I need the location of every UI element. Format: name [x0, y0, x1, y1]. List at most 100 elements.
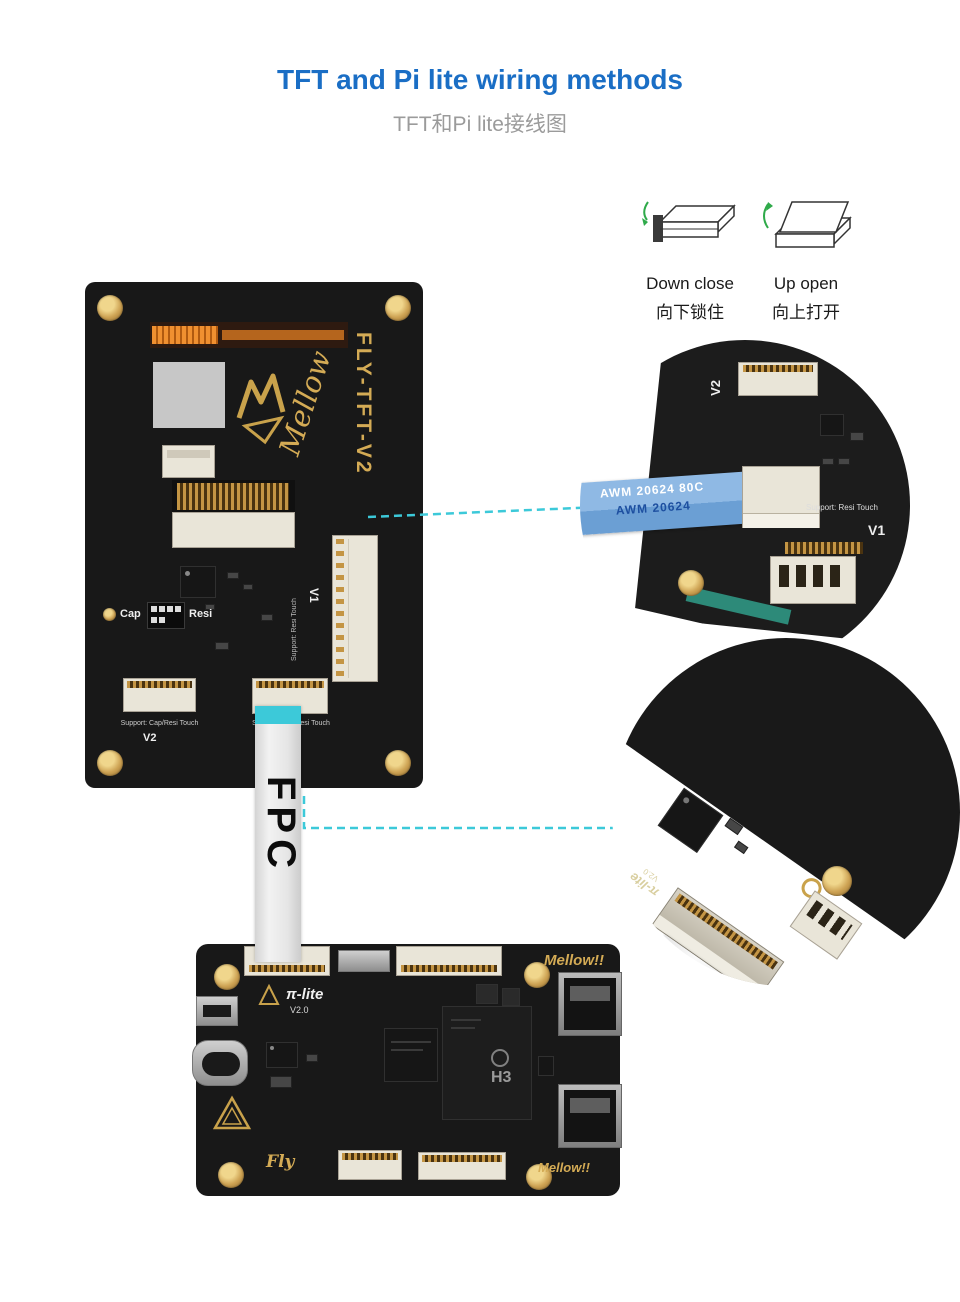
up-open-label-zh: 向上打开 — [772, 303, 840, 322]
usb-a-port-bottom — [558, 1084, 622, 1148]
usb-a-port-top — [558, 972, 622, 1036]
connector-latch — [743, 513, 819, 528]
smd-component — [733, 840, 749, 855]
pin1-dot — [682, 796, 691, 805]
smd-component — [306, 1054, 318, 1062]
latch-closed-icon — [642, 201, 736, 242]
header-pins — [336, 539, 344, 678]
pin-header — [338, 950, 390, 972]
pi-ffc-connector-top-right — [396, 946, 502, 976]
mount-hole — [678, 570, 704, 596]
tft-model-label: FLY-TFT-V2 — [352, 332, 375, 476]
connector-pins — [127, 681, 192, 688]
smd-component — [538, 1056, 554, 1076]
pi-version-label: V2.0 — [290, 1005, 309, 1015]
cap-label: Cap — [120, 608, 141, 620]
usb-tongue — [570, 1098, 610, 1113]
page-subtitle: TFT和Pi lite接线图 — [393, 113, 567, 136]
zoom-v1-label: V1 — [868, 522, 886, 538]
usb-slot — [203, 1005, 231, 1017]
gold-test-pad — [103, 608, 116, 621]
pin1-dot — [270, 1046, 274, 1050]
smd-component — [838, 458, 850, 465]
cable-marking-4: 24 80C 60V — [630, 980, 708, 986]
smd-component — [850, 432, 864, 441]
memory-chip — [384, 1028, 438, 1082]
micro-usb-port — [196, 996, 238, 1026]
pi-ffc-connector-bottom-right — [418, 1152, 506, 1180]
mount-hole — [524, 962, 550, 988]
connector-slot — [167, 450, 210, 458]
thermal-pad — [153, 362, 225, 428]
zoom-support-resi-label: Support: Resi Touch — [806, 503, 878, 512]
smd-component — [205, 604, 215, 610]
display-flex-connector — [150, 322, 348, 348]
usb-tongue — [570, 986, 610, 1001]
pi-ffc-connector-bottom-left — [338, 1150, 402, 1180]
ic-chip — [180, 566, 216, 598]
cable-marking-3: 80C 60V VW-1 — [612, 951, 680, 986]
zoom-jst-connector — [789, 890, 863, 960]
resi-label: Resi — [189, 608, 213, 620]
smd-component — [270, 1076, 292, 1088]
mellow-logo-icon — [236, 373, 286, 445]
mount-hole — [97, 750, 123, 776]
pin1-dot — [185, 571, 190, 576]
zoom-circle-top: V2 AWM 20624 80C AWM 20624 Support: Resi… — [580, 340, 910, 670]
chip-marking — [451, 1027, 475, 1029]
mount-hole — [218, 1162, 244, 1188]
connector-pins — [256, 681, 324, 688]
ic-chip — [657, 787, 724, 854]
up-open-label-en: Up open — [773, 274, 839, 293]
smd-pads — [785, 542, 863, 554]
connector-latch — [172, 512, 295, 548]
mount-hole — [385, 295, 411, 321]
connector-pins — [422, 1155, 502, 1162]
ffc-connector-small — [162, 445, 215, 478]
v1-label: V1 — [307, 588, 321, 603]
ic-chip — [266, 1042, 298, 1068]
mount-hole — [97, 295, 123, 321]
mount-hole — [385, 750, 411, 776]
fly-antenna-icon — [258, 984, 280, 1005]
zoom-ffc-connector — [742, 466, 820, 528]
usb-c-slot — [202, 1052, 240, 1076]
smd-component — [724, 817, 744, 836]
header-divider — [348, 539, 349, 678]
connector-pins — [177, 483, 289, 510]
ic-chip — [820, 414, 844, 436]
touch-mode-switch — [147, 602, 185, 629]
connector-pins — [743, 365, 813, 372]
chip-marking — [391, 1041, 431, 1043]
mellow-label-top: Mellow!! — [544, 952, 604, 969]
connector-slots — [806, 900, 853, 941]
v2-label: V2 — [143, 732, 157, 744]
pi-lite-label: π-lite — [286, 986, 324, 1003]
connector-pins — [342, 1153, 398, 1160]
mount-hole — [526, 1164, 552, 1190]
h3-chip-label: H3 — [491, 1069, 512, 1086]
smd-component — [261, 614, 273, 621]
zoom-circle-bottom: π-lite V2.0 80C 60V VW-1 24 80C 60V — [612, 638, 960, 986]
v1-pin-header — [332, 535, 378, 682]
zoom-v2-label: V2 — [708, 380, 723, 396]
flex-pins — [152, 326, 218, 344]
fly-label: Fly — [266, 1152, 295, 1172]
touch-ffc-connector-left — [123, 678, 196, 712]
mellow-label-bottom: Mellow!! — [538, 1160, 590, 1175]
h3-chip: H3 — [442, 1006, 532, 1120]
connector-pins — [249, 965, 325, 972]
smd-component — [215, 642, 229, 650]
chip-marking — [391, 1049, 423, 1051]
smd-component — [476, 984, 498, 1004]
fpc-label: FPC — [259, 776, 303, 874]
smd-component — [243, 584, 253, 590]
flex-strip — [222, 330, 344, 340]
mount-hole — [214, 964, 240, 990]
support-cap-resi-label-left: Support: Cap/Resi Touch — [120, 720, 199, 727]
fpc-stiffener — [255, 706, 301, 724]
fpc-cable: FPC — [255, 706, 303, 962]
jst-connector — [770, 556, 856, 604]
